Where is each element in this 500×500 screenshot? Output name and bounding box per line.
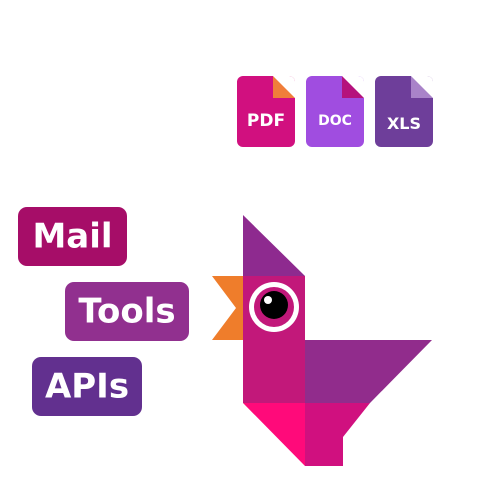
bird-crest — [243, 215, 305, 276]
apis-tag-label: APIs — [44, 365, 130, 406]
tools-tag-label: Tools — [78, 290, 176, 331]
mail-tag: Mail — [18, 207, 127, 266]
bird-eye-glint — [264, 296, 272, 304]
pdf-file-fold — [273, 76, 295, 98]
bird-eye-pupil — [260, 291, 288, 319]
mail-tag-label: Mail — [32, 215, 113, 256]
apis-tag: APIs — [32, 357, 142, 416]
pdf-file-icon: PDF — [237, 76, 295, 147]
doc-file-fold — [342, 76, 364, 98]
xls-file-label: XLS — [386, 114, 422, 133]
bird-tail-right — [305, 403, 370, 466]
bird-tail-left — [243, 403, 305, 466]
xls-file-fold — [411, 76, 433, 98]
pdf-file-label: PDF — [246, 111, 286, 131]
tools-tag: Tools — [65, 282, 189, 341]
bird-beak — [212, 276, 243, 340]
xls-file-icon: XLS — [375, 76, 433, 147]
bird-wing — [305, 340, 432, 403]
doc-file-label: DOC — [318, 113, 352, 129]
doc-file-icon: DOC — [306, 76, 364, 147]
bird-body — [243, 340, 305, 403]
